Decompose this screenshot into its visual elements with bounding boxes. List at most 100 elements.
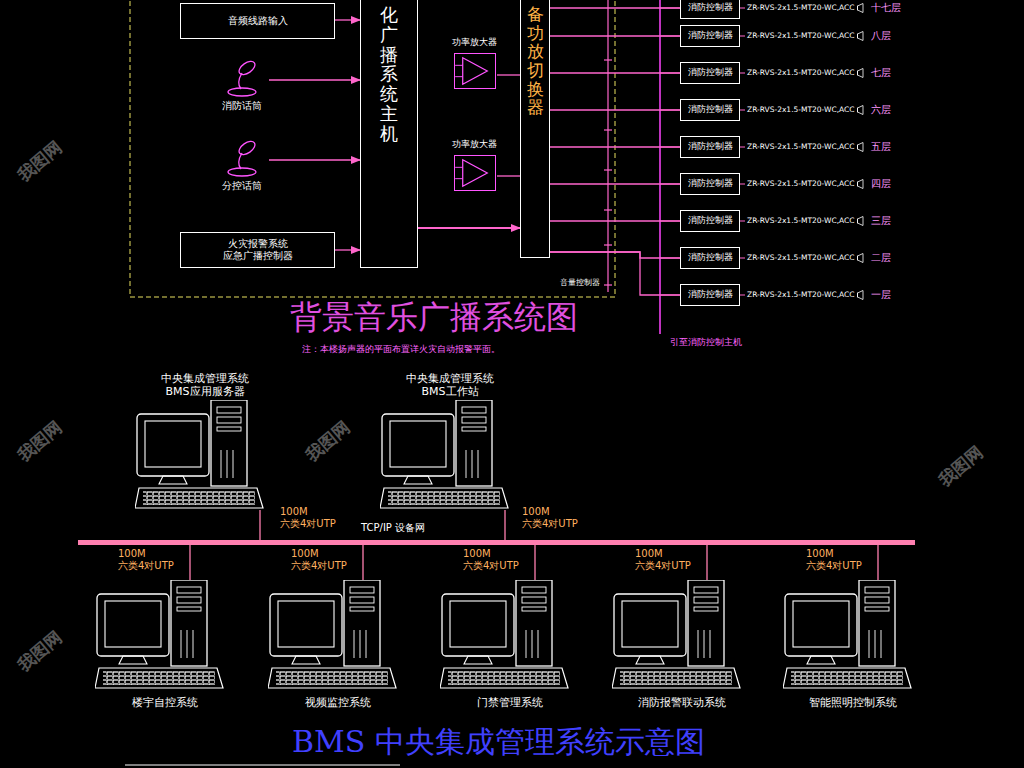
computer: 门禁管理系统 (440, 580, 580, 709)
floor-label-holder: 六层 (871, 103, 891, 116)
computer-icon (95, 580, 235, 690)
connector (189, 545, 190, 580)
edge-label-holder: 100M 六类4对UTP (280, 506, 342, 530)
edge-label-holder: 100M 六类4对UTP (463, 548, 525, 572)
amplifier-triangle (455, 156, 495, 190)
watermark-holder: 我图网 (14, 640, 65, 663)
connector (335, 19, 360, 20)
cable-label: ZR-RVS-2x1.5-MT20-WC,ACC (745, 105, 857, 115)
edge-label-holder: 100M 六类4对UTP (635, 548, 697, 572)
cable-label: ZR-RVS-2x1.5-MT20-WC,ACC (745, 31, 857, 41)
edge-label-holder: 100M 六类4对UTP (291, 548, 353, 572)
floor-label: 二层 (871, 251, 891, 264)
watermark-holder: 我图网 (14, 430, 65, 453)
computer-icon-use (783, 580, 911, 688)
computer-icon-use (612, 580, 740, 688)
computer-label: 中央集成管理系统 BMS应用服务器 (150, 372, 260, 398)
frame-line (125, 765, 400, 766)
edge-label-holder: 100M 六类4对UTP (522, 506, 584, 530)
amplifier-label: 功率放大器 (452, 138, 497, 151)
connector (418, 227, 520, 229)
microphone-icon (217, 58, 267, 98)
computer-label: 消防报警联动系统 (627, 696, 737, 709)
caption-holder: BMS 中央集成管理系统示意图 (292, 722, 705, 763)
vertical-label: 化广播系统主机 (380, 5, 398, 144)
note-label: 引至消防控制主机 (670, 336, 742, 349)
microphone-label: 消防话筒 (222, 99, 262, 113)
microphone-label: 分控话筒 (222, 179, 262, 193)
connector (550, 109, 680, 110)
microphone: 消防话筒 (215, 58, 269, 113)
fire-controller-box: 消防控制器 (680, 247, 740, 269)
box-label: 消防控制器 (688, 178, 733, 189)
computer-icon (783, 580, 923, 690)
connector (269, 159, 360, 160)
connector (550, 252, 680, 258)
floor-label-holder: 一层 (871, 288, 891, 301)
watermark: 我图网 (13, 136, 67, 186)
distribution-lines (604, 0, 660, 334)
floor-label: 六层 (871, 103, 891, 116)
cable-label: ZR-RVS-2x1.5-MT20-WC,ACC (745, 290, 857, 300)
connector (706, 545, 707, 580)
bus-label: TCP/IP 设备网 (358, 521, 428, 535)
computer-icon-use (135, 400, 263, 508)
cable-label: ZR-RVS-2x1.5-MT20-WC,ACC (745, 3, 857, 13)
microphone-icon-use (228, 139, 257, 176)
cable-label-holder: ZR-RVS-2x1.5-MT20-WC,ACC (745, 105, 857, 115)
floor-label-holder: 五层 (871, 140, 891, 153)
fire-controller-box: 消防控制器 (680, 99, 740, 121)
computer: 楼宇自控系统 (95, 580, 235, 709)
connector (550, 183, 680, 184)
microphone-icon (217, 138, 267, 178)
connector (504, 510, 505, 540)
amplifier-triangle-use (455, 58, 487, 84)
edge-label: 100M 六类4对UTP (635, 548, 697, 572)
bus-label-holder: TCP/IP 设备网 (358, 521, 428, 535)
connector (259, 510, 260, 540)
computer: 视频监控系统 (268, 580, 408, 709)
box-label: 消防控制器 (688, 2, 733, 13)
computer: 消防报警联动系统 (612, 580, 752, 709)
cable-label-holder: ZR-RVS-2x1.5-MT20-WC,ACC (745, 216, 857, 226)
title-holder: 背景音乐广播系统图 (290, 296, 578, 340)
network-bus: TCP/IP 设备网 (78, 540, 915, 545)
computer-label: 楼宇自控系统 (110, 696, 220, 709)
floor-label: 七层 (871, 66, 891, 79)
watermark: 我图网 (934, 441, 988, 491)
computer-icon (612, 580, 752, 690)
computer: 智能照明控制系统 (783, 580, 923, 709)
microphone-icon-use (228, 59, 257, 96)
floor-label: 八层 (871, 29, 891, 42)
floor-label: 三层 (871, 214, 891, 227)
cable-label-holder: ZR-RVS-2x1.5-MT20-WC,ACC (745, 68, 857, 78)
connector (550, 7, 680, 8)
cable-label-holder: ZR-RVS-2x1.5-MT20-WC,ACC (745, 31, 857, 41)
watermark: 我图网 (13, 416, 67, 466)
amplifier-label: 功率放大器 (452, 36, 497, 49)
edge-label: 100M 六类4对UTP (118, 548, 180, 572)
cable-label: ZR-RVS-2x1.5-MT20-WC,ACC (745, 142, 857, 152)
box-label: 火灾报警系统 应急广播控制器 (218, 238, 298, 263)
box-label: 消防控制器 (688, 30, 733, 41)
edge-label: 100M 六类4对UTP (463, 548, 525, 572)
computer-label: 门禁管理系统 (455, 696, 565, 709)
fire-controller-box: 消防控制器 (680, 136, 740, 158)
floor-label: 一层 (871, 288, 891, 301)
floor-label: 十七层 (871, 1, 901, 14)
cable-label-holder: ZR-RVS-2x1.5-MT20-WC,ACC (745, 290, 857, 300)
connector (362, 545, 363, 580)
fire-controller-box: 消防控制器 (680, 25, 740, 47)
connector (550, 72, 680, 73)
cable-label: ZR-RVS-2x1.5-MT20-WC,ACC (745, 253, 857, 263)
computer-icon-use (268, 580, 396, 688)
computer-label: 中央集成管理系统 BMS工作站 (395, 372, 505, 398)
watermark-holder: 我图网 (14, 150, 65, 173)
connector (534, 545, 535, 580)
note-label-holder: 引至消防控制主机 (670, 336, 742, 349)
box-label: 消防控制器 (688, 289, 733, 300)
controller-box: 火灾报警系统 应急广播控制器 (180, 232, 335, 268)
computer-label: 智能照明控制系统 (798, 696, 908, 709)
